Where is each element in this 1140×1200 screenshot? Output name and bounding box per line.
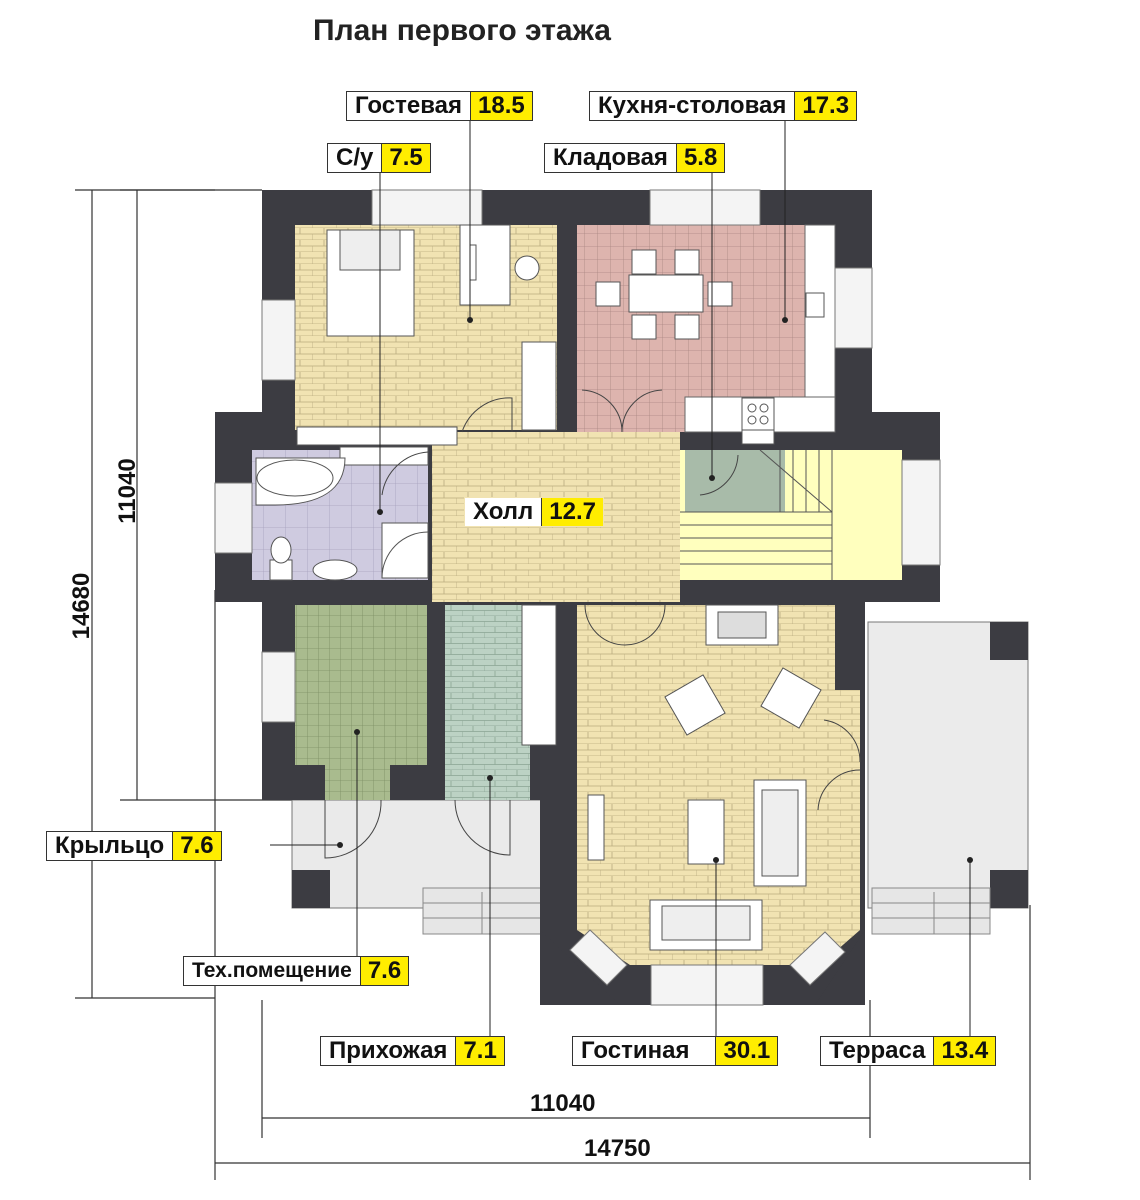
label-living: Гостиная 30.1 [572,1036,779,1066]
label-guest: Гостевая 18.5 [346,91,533,121]
dimension-lines [75,189,1031,1180]
label-name: Тех.помещение [192,959,352,982]
label-area: 17.3 [794,92,857,120]
porch-steps [422,887,546,935]
leader-dots [337,317,973,863]
label-tech: Тех.помещение 7.6 [183,956,410,986]
label-area: 12.7 [541,498,603,526]
label-area: 5.8 [675,144,725,172]
furniture [255,224,825,951]
label-hall: Холл 12.7 [464,497,604,527]
dimension-inner-width: 11040 [530,1090,596,1117]
terrace-steps [871,887,991,935]
dimension-inner-height: 11040 [114,458,141,524]
label-terrace: Терраса 13.4 [820,1036,997,1066]
label-wc: С/у 7.5 [327,143,431,173]
label-area: 7.5 [381,144,430,172]
page-title: План первого этажа [313,14,611,47]
label-name: Гостевая [355,92,462,119]
terrace-slab [867,621,1029,909]
label-name: С/у [336,144,374,171]
label-name: Гостиная [581,1037,690,1064]
label-pantry: Кладовая 5.8 [544,143,726,173]
dimension-outer-height: 14680 [68,572,95,640]
label-area: 30.1 [715,1037,778,1065]
leader-lines [270,105,971,1040]
windows [214,189,941,1006]
label-name: Терраса [829,1037,926,1064]
label-name: Кладовая [553,144,668,171]
label-area: 13.4 [933,1037,996,1065]
label-area: 7.6 [359,957,409,985]
label-area: 7.1 [455,1037,504,1065]
doors [324,389,861,859]
label-area: 7.6 [172,832,221,860]
label-porch: Крыльцо 7.6 [46,831,222,861]
label-kitchen: Кухня-столовая 17.3 [589,91,858,121]
label-area: 18.5 [470,92,532,120]
dimension-outer-width: 14750 [584,1135,651,1162]
label-name: Прихожая [329,1037,448,1064]
label-name: Кухня-столовая [598,92,787,119]
label-name: Крыльцо [55,832,165,859]
label-entry: Прихожая 7.1 [320,1036,505,1066]
label-name: Холл [465,498,542,526]
